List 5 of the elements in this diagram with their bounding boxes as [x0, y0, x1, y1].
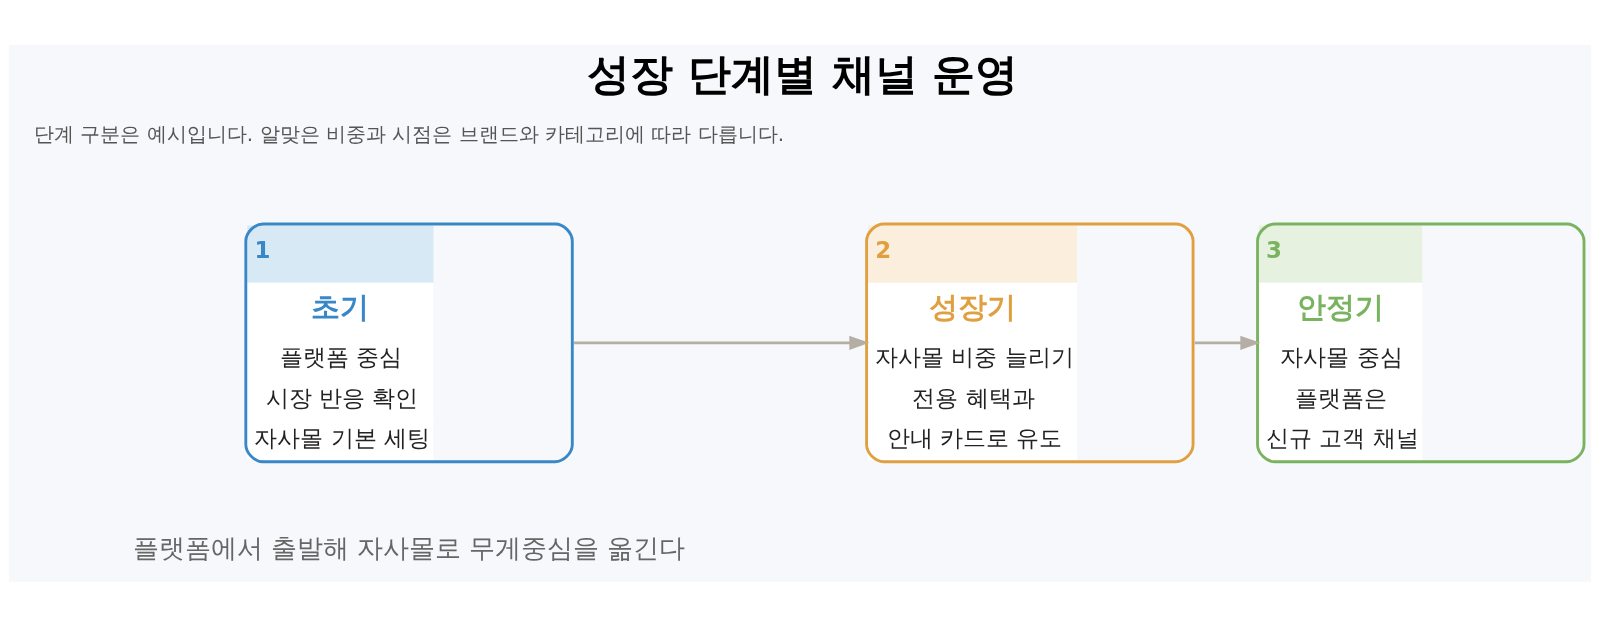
- arrow: [574, 335, 870, 350]
- diagram-title: 성장 단계별 채널 운영: [586, 49, 1019, 100]
- arrow: [1194, 335, 1261, 350]
- label: 플랫폼에서 출발해 자사몰로 무게중심을 옮긴다: [132, 532, 686, 563]
- caption: 단계 구분은 예시입니다. 알맞은 비중과 시점은 브랜드와 카테고리에 따라 다릅니다.: [34, 121, 785, 146]
